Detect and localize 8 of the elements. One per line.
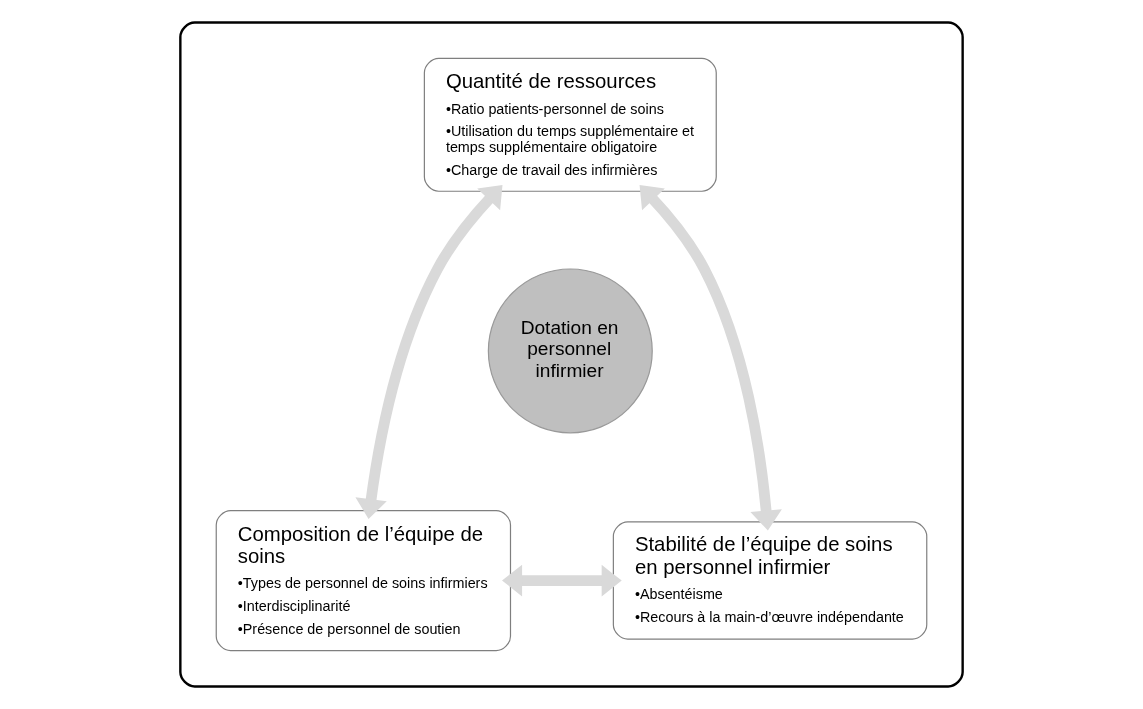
arrow — [502, 564, 622, 597]
arrow — [639, 184, 782, 531]
node-box: Stabilité de l’équipe de soins en personnel infirmier •Absentéisme •Recours à la main-d’œuvre indépendante — [612, 521, 928, 640]
node-box: Quantité de ressources •Ratio patients-personnel de soins •Utilisation du temps supplémentaire et temps supplémentaire obligatoire •Charge de travail des infirmières — [423, 57, 717, 192]
node-circle: Dotation en personnel infirmier — [487, 268, 653, 434]
node-box: Composition de l’équipe de soins •Types de personnel de soins infirmiers •Interdisciplinarité •Présence de personnel de soutien — [215, 510, 512, 652]
arrow — [355, 184, 503, 520]
cluster — [179, 21, 964, 688]
